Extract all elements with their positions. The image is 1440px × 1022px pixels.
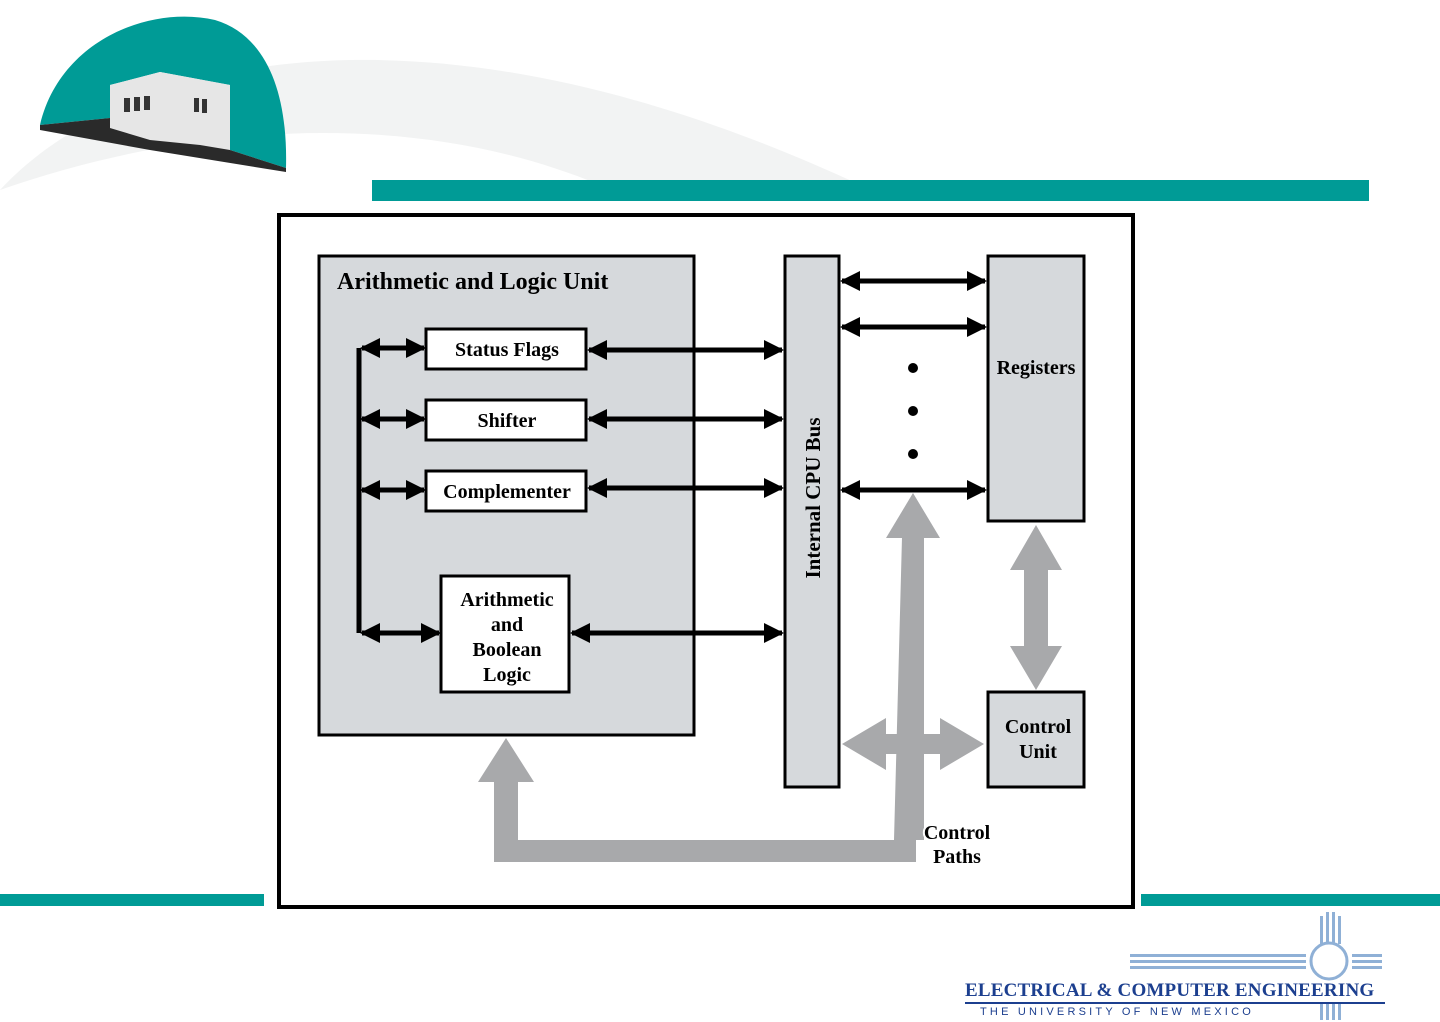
ellipsis-dot [908,406,918,416]
building-arch-logo [40,16,287,172]
alu-title: Arithmetic and Logic Unit [337,269,608,295]
control-paths-label-line1: Control [924,822,991,844]
bus-label: Internal CPU Bus [801,417,825,578]
registers-label: Registers [997,357,1076,379]
control-unit-label-line1: Control [1005,716,1072,738]
university-name: THE UNIVERSITY OF NEW MEXICO [980,1006,1254,1018]
arith-logic-line3: Boolean [473,639,542,661]
arith-boolean-logic-box [439,574,571,694]
title-bar [372,180,1369,201]
control-paths [478,493,1062,862]
arith-logic-line1: Arithmetic [460,589,553,611]
data-arrows [360,271,987,643]
complementer-label: Complementer [443,481,571,503]
zia-sun-emblem [1130,912,1382,1020]
internal-cpu-bus [783,254,841,789]
header-graphic [0,16,860,190]
bottom-rule-right [1141,894,1440,906]
control-paths-label-line2: Paths [933,846,981,868]
ellipsis-dot [908,449,918,459]
bus-control-double-arrow [842,718,984,770]
control-unit-box [986,690,1086,789]
status-flags-label: Status Flags [455,339,559,361]
arith-logic-line2: and [491,614,523,636]
ellipsis-dot [908,363,918,373]
department-name: ELECTRICAL & COMPUTER ENGINEERING [965,980,1385,1004]
status-flags-box [424,327,588,371]
registers-box [986,254,1086,523]
shifter-label: Shifter [478,410,537,432]
shifter-box [424,398,588,442]
control-path-vertical [902,538,924,840]
registers-control-double-arrow [1010,525,1062,690]
complementer-box [424,469,588,513]
control-path-arrowhead-up [886,493,940,538]
control-unit-label-line2: Unit [1019,741,1057,763]
arith-logic-line4: Logic [483,664,531,686]
bottom-rule-left [0,894,264,906]
